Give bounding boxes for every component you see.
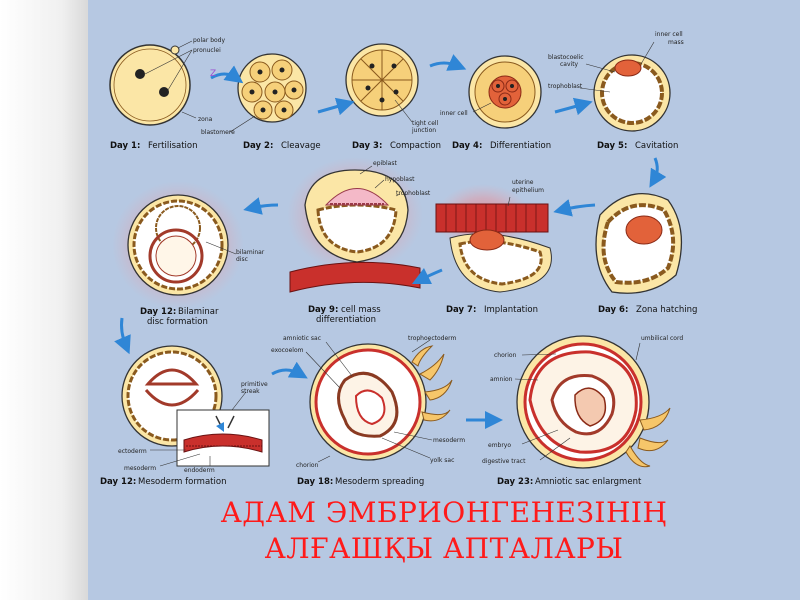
- stage-name-label: Implantation: [484, 305, 538, 315]
- label-streak: streak: [241, 388, 260, 395]
- label-epiblast: epiblast: [373, 160, 397, 167]
- label-embryo: embryo: [488, 442, 511, 449]
- label-hypoblast: hypoblast: [385, 176, 415, 183]
- stage-name-label: Zona hatching: [636, 305, 697, 315]
- label-junction: junction: [411, 127, 436, 134]
- stage-name-label: Cavitation: [635, 141, 678, 151]
- stage-name-label: Differentiation: [490, 141, 551, 151]
- stage-day3-compaction: [345, 43, 419, 123]
- stage-day-label: Day 2:: [243, 141, 273, 151]
- stage-name-label: Compaction: [390, 141, 441, 151]
- label-tight-cell: tight cell: [412, 120, 439, 127]
- label-blastocoelic: blastocoelic: [548, 54, 584, 61]
- stage-day-label: Day 1:: [110, 141, 140, 151]
- label-epithelium: epithelium: [512, 187, 544, 194]
- left-gradient-strip: [0, 0, 88, 600]
- label-mass: mass: [668, 39, 684, 46]
- stage-day-label: Day 3:: [352, 141, 382, 151]
- stage-day-label: Day 18:: [297, 477, 333, 487]
- label-primitive: primitive: [241, 381, 268, 388]
- stage-day12-mesoderm-formation: [121, 345, 270, 467]
- label-mesoderm: mesoderm: [124, 465, 156, 472]
- arrows-row2: [114, 197, 596, 355]
- stage-day12-bilaminar-disc: [127, 194, 237, 296]
- label-inner-cell-mass: inner cell: [655, 31, 683, 38]
- label-amnion: amnion: [490, 376, 513, 383]
- label-trophoblast: trophoblast: [548, 83, 583, 90]
- label-exocoelom: exocoelom: [271, 347, 304, 354]
- label-chorion-day18: chorion: [296, 462, 319, 469]
- stage-day4-differentiation: [468, 55, 542, 129]
- stage-name-label-2: disc formation: [147, 317, 208, 327]
- stage-day-label: Day 6:: [598, 305, 628, 315]
- stage-day1-fertilisation: [109, 40, 197, 126]
- label-cavity: cavity: [560, 61, 579, 68]
- stage-name-label-2: differentiation: [316, 315, 376, 325]
- label-mesoderm-day18: mesoderm: [433, 437, 465, 444]
- stage-day-label: Day 23:: [497, 477, 533, 487]
- arrows-row3: [271, 361, 503, 429]
- stage-name-label: Bilaminar: [178, 307, 219, 317]
- label-bilaminar: bilaminar: [236, 249, 265, 256]
- stage-day6-zona-hatching: [595, 193, 683, 294]
- stage-day-label: Day 4:: [452, 141, 482, 151]
- svg-text:Z: Z: [210, 69, 216, 79]
- stage-name-label: Cleavage: [281, 141, 321, 151]
- stage-name-label: Mesoderm formation: [138, 477, 226, 487]
- label-trophoectoderm: trophoectoderm: [408, 335, 457, 342]
- arrows-row1: [210, 54, 667, 188]
- stage-day7-implantation: [435, 196, 552, 293]
- label-uterine: uterine: [512, 179, 534, 186]
- stage-day-label: Day 7:: [446, 305, 476, 315]
- label-ectoderm: ectoderm: [118, 448, 147, 455]
- label-digestive-tract: digestive tract: [482, 458, 526, 465]
- stage-name-label: Fertilisation: [148, 141, 198, 151]
- stage-day2-cleavage: [229, 53, 307, 133]
- label-zona: zona: [198, 116, 213, 123]
- label-blastomere: blastomere: [201, 129, 235, 136]
- stage-name-label: cell mass: [341, 305, 381, 315]
- stage-day18-mesoderm-spreading: [305, 339, 453, 463]
- stage-name-label: Mesoderm spreading: [335, 477, 424, 487]
- stage-day5-cavitation: [579, 41, 671, 132]
- stage-day9-cell-mass-differentiation: [289, 165, 421, 293]
- stage-day-label: Day 9:: [308, 305, 338, 315]
- label-umbilical-cord: umbilical cord: [641, 335, 683, 342]
- label-amniotic-sac: amniotic sac: [283, 335, 321, 342]
- label-pronuclei: pronuclei: [193, 47, 221, 54]
- label-inner-cell: inner cell: [440, 110, 468, 117]
- slide-title-line1: АДАМ ЭМБРИОНГЕНЕЗІНІҢ: [220, 496, 668, 529]
- label-yolk-sac: yolk sac: [430, 457, 454, 464]
- label-chorion: chorion: [494, 352, 517, 359]
- label-trophoblast-day9: trophoblast: [396, 190, 431, 197]
- label-polar-body: polar body: [193, 37, 225, 44]
- stage-day-label: Day 12:: [140, 307, 176, 317]
- slide-title-line2: АЛҒАШҚЫ АПТАЛАРЫ: [264, 532, 624, 565]
- stage-day-label: Day 12:: [100, 477, 136, 487]
- stage-day23-amniotic-sac-enlargement: [514, 335, 671, 469]
- label-disc: disc: [236, 256, 248, 263]
- label-endoderm: endoderm: [184, 467, 215, 474]
- stage-name-label: Amniotic sac enlargment: [535, 477, 642, 487]
- stage-day-label: Day 5:: [597, 141, 627, 151]
